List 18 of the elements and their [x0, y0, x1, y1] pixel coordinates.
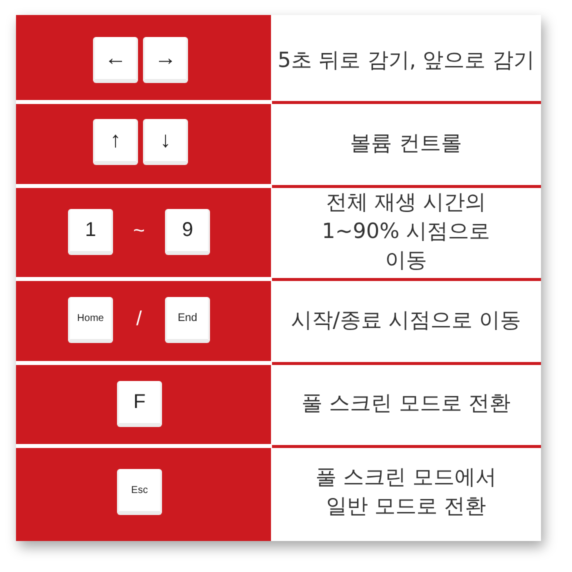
description-text: 시작/종료 시점으로 이동	[290, 306, 522, 334]
keycap: Home	[68, 297, 113, 343]
keycap: ↓	[143, 119, 188, 165]
keycap: 9	[165, 209, 210, 255]
keycap: ↑	[93, 119, 138, 165]
description-text: 전체 재생 시간의 1~90% 시점으로 이동	[320, 188, 492, 274]
keycap: ←	[93, 37, 138, 83]
keycap: Esc	[117, 469, 162, 515]
keycap: End	[165, 297, 210, 343]
description-text: 5초 뒤로 감기, 앞으로 감기	[276, 46, 536, 74]
separator-symbol: ~	[132, 220, 146, 242]
keycap: F	[117, 381, 162, 427]
separator-symbol: /	[135, 308, 143, 330]
description-text: 볼륨 컨트롤	[349, 130, 463, 156]
keycap: 1	[68, 209, 113, 255]
keycap: →	[143, 37, 188, 83]
description-text: 풀 스크린 모드로 전환	[300, 390, 512, 416]
description-text: 풀 스크린 모드에서 일반 모드로 전환	[314, 464, 498, 520]
